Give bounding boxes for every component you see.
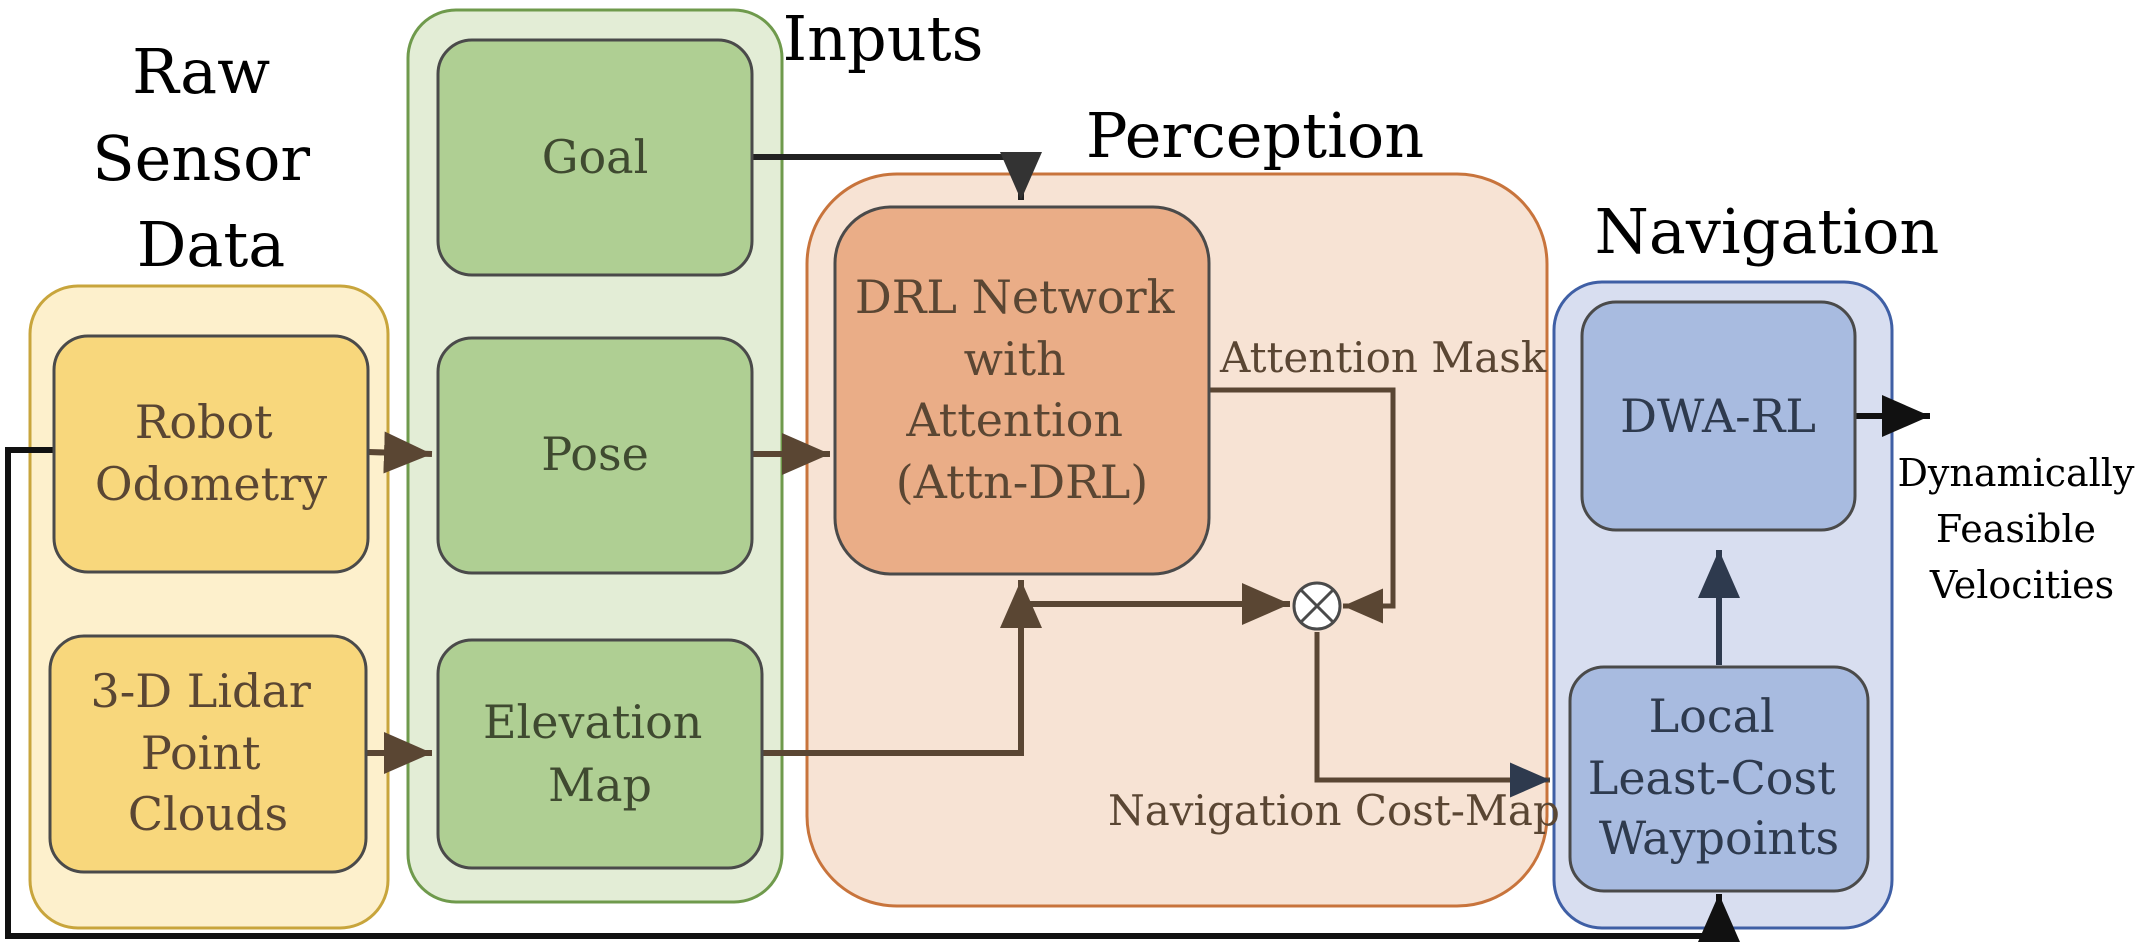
odometry-feedback-line: [5, 447, 1740, 942]
cost-map-label: Navigation Cost-Map: [1108, 786, 1560, 835]
drl-network-label: DRL Network with Attention (Attn-DRL): [855, 270, 1189, 509]
odometry-to-pose-arrow: [367, 431, 433, 474]
dwa-rl-box: [1580, 300, 1857, 532]
pose-box: [436, 336, 754, 575]
robot-odometry-box: [52, 334, 370, 574]
lidar-box: [48, 634, 368, 874]
inputs-title: Inputs: [783, 2, 984, 75]
costmap-to-waypoints-arrow: [1314, 632, 1550, 798]
elevation-map-label: Elevation Map: [483, 695, 717, 812]
navigation-title: Navigation: [1595, 195, 1940, 268]
drl-network-box: [833, 205, 1211, 576]
elevation-map-box: [436, 638, 764, 870]
dwa-rl-label: DWA-RL: [1620, 389, 1816, 443]
raw-sensor-data-title: Raw Sensor Data: [92, 35, 330, 281]
goal-label: Goal: [542, 130, 649, 184]
robot-odometry-label: Robot Odometry: [95, 395, 327, 511]
pose-label: Pose: [541, 427, 649, 481]
goal-box: [436, 38, 754, 277]
waypoints-box: [1568, 665, 1870, 893]
attention-mask-arrow: [1209, 387, 1396, 624]
attention-mask-label: Attention Mask: [1219, 333, 1547, 382]
multiply-node: [1292, 581, 1342, 631]
output-velocities-label: Dynamically Feasible Velocities: [1897, 451, 2146, 607]
lidar-label: 3-D Lidar Point Clouds: [90, 664, 325, 841]
perception-title: Perception: [1086, 99, 1424, 172]
goal-to-drl-arrow: [752, 152, 1042, 200]
waypoints-label: Local Least-Cost Waypoints: [1588, 689, 1850, 865]
elevation-to-drl-arrow: [762, 580, 1042, 756]
